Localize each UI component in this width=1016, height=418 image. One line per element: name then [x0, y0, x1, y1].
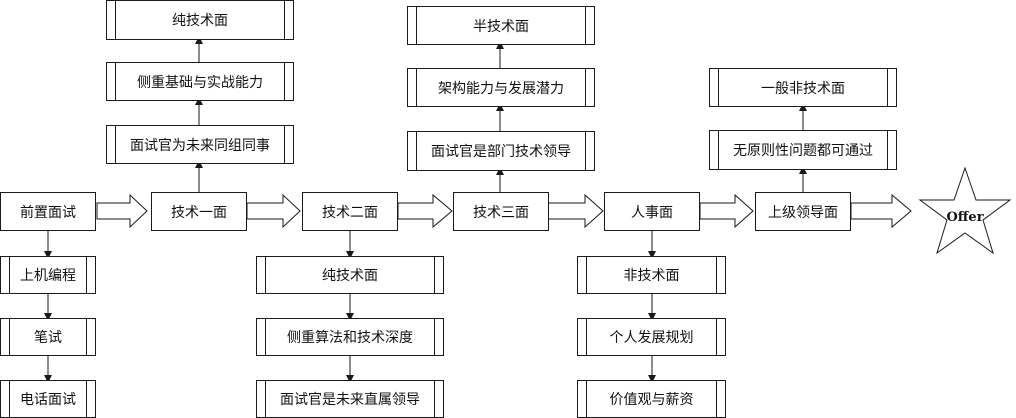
block-arrow	[96, 193, 148, 229]
tech2-branch-item: 侧重算法和技术深度	[256, 318, 444, 356]
tech1-branch-item: 纯技术面	[106, 0, 294, 40]
pre-branch-item: 笔试	[0, 318, 96, 356]
stage-pre-interview: 前置面试	[0, 192, 96, 231]
offer-star	[918, 166, 1012, 255]
block-arrow	[246, 193, 301, 229]
tech2-branch-item: 面试官是未来直属领导	[256, 380, 444, 418]
stage-tech-round-2: 技术二面	[302, 192, 398, 231]
pre-branch-item: 上机编程	[0, 256, 96, 294]
hr-branch-item: 价值观与薪资	[577, 380, 726, 418]
block-arrow	[699, 193, 754, 229]
stage-tech-round-1: 技术一面	[151, 192, 247, 231]
pre-branch-item: 电话面试	[0, 380, 96, 418]
block-arrow	[850, 193, 912, 229]
senior-branch-item: 无原则性问题都可通过	[709, 130, 897, 170]
tech3-branch-item: 架构能力与发展潜力	[407, 68, 595, 107]
stage-hr-interview: 人事面	[604, 192, 700, 231]
offer-label: Offer	[946, 210, 984, 225]
stage-tech-round-3: 技术三面	[453, 192, 549, 231]
tech1-branch-item: 面试官为未来同组同事	[106, 125, 294, 164]
senior-branch-item: 一般非技术面	[709, 68, 897, 107]
hr-branch-item: 非技术面	[577, 256, 726, 294]
block-arrow	[547, 193, 604, 229]
tech3-branch-item: 半技术面	[407, 6, 595, 45]
stage-senior-leader-interview: 上级领导面	[755, 192, 851, 231]
hr-branch-item: 个人发展规划	[577, 318, 726, 356]
tech2-branch-item: 纯技术面	[256, 256, 444, 294]
tech1-branch-item: 侧重基础与实战能力	[106, 62, 294, 101]
tech3-branch-item: 面试官是部门技术领导	[407, 131, 595, 171]
block-arrow	[397, 193, 453, 229]
